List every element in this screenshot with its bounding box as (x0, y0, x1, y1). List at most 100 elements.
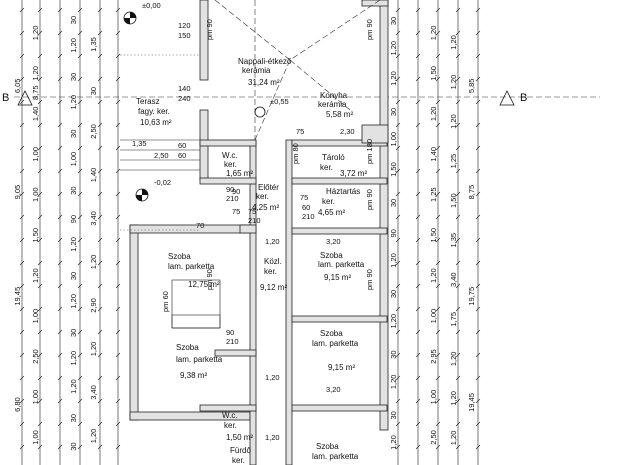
room-szoba3: Szoba lam. parketta 9,38 m² (176, 343, 223, 380)
dimension-label: 90 (69, 215, 78, 223)
dimension-label: 30 (69, 16, 78, 24)
dimension-label: 30 (89, 87, 98, 95)
dimension-label: 1,20 (265, 237, 280, 246)
svg-text:ker.: ker. (256, 192, 269, 201)
dimension-label: 60 (178, 151, 186, 160)
dimensions-right-chain: 1,201,501,201,401,251,501,201,002,951,00… (429, 26, 438, 445)
dimension-label: 1,50 (429, 228, 438, 243)
dimension-label: 1,20 (429, 268, 438, 283)
dimensions-left-chain: 1,201,201,401,001,001,501,201,002,501,00… (31, 26, 40, 445)
level-marker-terrace: -0,02 (135, 178, 171, 202)
svg-text:Szoba: Szoba (320, 329, 343, 338)
walls (129, 0, 389, 465)
svg-text:Közl.: Közl. (264, 257, 282, 266)
dimension-label: 30 (389, 17, 398, 25)
dimension-label: 1,75 (449, 312, 458, 327)
dimensions-right-inner: 301,201,20301,001,5030901,20301,20301,20… (389, 17, 398, 450)
svg-text:W.c.: W.c. (222, 411, 238, 420)
dimension-label: 1,00 (31, 430, 40, 445)
room-szoba1: Szoba lam. parketta 12,75 m² (168, 252, 220, 289)
dimension-label: 240 (178, 94, 191, 103)
dimension-label: 1,25 (449, 154, 458, 169)
dimension-label: 2,50 (89, 124, 98, 139)
dimension-label: 90 (226, 185, 234, 194)
dimension-label: 150 (178, 31, 191, 40)
svg-text:fagy. ker.: fagy. ker. (138, 107, 170, 116)
dimension-label: 3,40 (449, 272, 458, 287)
dimension-label: 1,25 (429, 187, 438, 202)
dimension-label: 30 (69, 442, 78, 450)
svg-text:Előtér: Előtér (258, 183, 279, 192)
dimension-label: 1,20 (31, 26, 40, 41)
dimension-label: 30 (69, 187, 78, 195)
dimension-label: 30 (69, 414, 78, 422)
dimension-label: 2,95 (429, 349, 438, 364)
svg-text:ker.: ker. (322, 197, 335, 206)
svg-text:ker.: ker. (224, 160, 237, 169)
dimension-label: pm 90 (365, 269, 374, 290)
dimension-label: 1,00 (31, 390, 40, 405)
section-label-left: B (2, 92, 9, 104)
svg-text:12,75 m²: 12,75 m² (188, 280, 220, 289)
room-wc1: W.c. ker. 1,65 m² (222, 151, 253, 178)
dimension-label: pm 90 (205, 19, 214, 40)
dimension-label: 8,75 (467, 185, 476, 200)
svg-text:±0,55: ±0,55 (270, 97, 289, 106)
dimension-label: pm 90 (365, 189, 374, 210)
dimension-label: 1,20 (265, 433, 280, 442)
dimension-label: 30 (389, 350, 398, 358)
bed (171, 279, 221, 329)
svg-text:Terasz: Terasz (136, 97, 160, 106)
dimension-label: pm 60 (161, 291, 170, 312)
dimension-label: 19,75 (467, 287, 476, 306)
svg-text:lam. parketta: lam. parketta (312, 339, 359, 348)
dimension-label: 1,20 (389, 375, 398, 390)
svg-text:Szoba: Szoba (168, 252, 191, 261)
svg-text:ker.: ker. (320, 163, 333, 172)
dimension-label: 2,90 (89, 298, 98, 313)
dimension-label: 210 (226, 194, 239, 203)
dimension-label: 1,20 (69, 294, 78, 309)
width-dimensions: 3,203,202,302,501,351,201,201,2075906060… (132, 127, 355, 442)
room-haztartas: Háztartás ker. 4,65 m² (318, 187, 360, 217)
dimension-label: 1,20 (449, 114, 458, 129)
svg-text:1,65 m²: 1,65 m² (226, 169, 253, 178)
terrace-stairs (120, 54, 200, 231)
dimension-label: 1,20 (89, 342, 98, 357)
level-marker-kitchen: ±0,55 (254, 97, 289, 118)
dimension-label: 75 (296, 127, 304, 136)
svg-text:3,72 m²: 3,72 m² (340, 169, 367, 178)
dimension-label: 90 (232, 187, 240, 196)
dimension-label: 30 (69, 73, 78, 81)
dimension-label: pm 90 (365, 19, 374, 40)
dimension-label: 1,35 (132, 139, 147, 148)
dimensions-left-mid: 8,75 (31, 85, 40, 100)
svg-text:9,15 m²: 9,15 m² (324, 273, 351, 282)
svg-text:ker.: ker. (232, 456, 245, 465)
dimension-label: 30 (69, 329, 78, 337)
dimension-label: 2,30 (340, 127, 355, 136)
dimension-label: 1,20 (449, 391, 458, 406)
dimension-label: 1,20 (31, 268, 40, 283)
room-kozl: Közl. ker. 9,12 m² (260, 257, 287, 292)
dimension-label: 75 (248, 207, 256, 216)
dimension-label: 1,20 (31, 66, 40, 81)
svg-text:lam. parketta: lam. parketta (312, 452, 359, 461)
svg-text:Fürdő: Fürdő (230, 446, 251, 455)
dimension-label: 1,50 (31, 228, 40, 243)
dimension-label: 1,40 (89, 168, 98, 183)
svg-text:ker.: ker. (224, 421, 237, 430)
dimension-label: 1,00 (31, 147, 40, 162)
svg-text:9,12 m²: 9,12 m² (260, 283, 287, 292)
dimensions-right-inner2: 1,201,201,201,251,501,353,401,751,201,20… (449, 35, 458, 445)
dimension-label: 2,50 (31, 349, 40, 364)
dimension-label: 5,85 (467, 79, 476, 94)
svg-text:4,65 m²: 4,65 m² (318, 208, 345, 217)
svg-text:-0,02: -0,02 (154, 178, 171, 187)
svg-text:9,38 m²: 9,38 m² (180, 371, 207, 380)
svg-text:5,58 m²: 5,58 m² (326, 110, 353, 119)
dimension-label: 75 (232, 207, 240, 216)
dimension-label: 1,20 (69, 38, 78, 53)
